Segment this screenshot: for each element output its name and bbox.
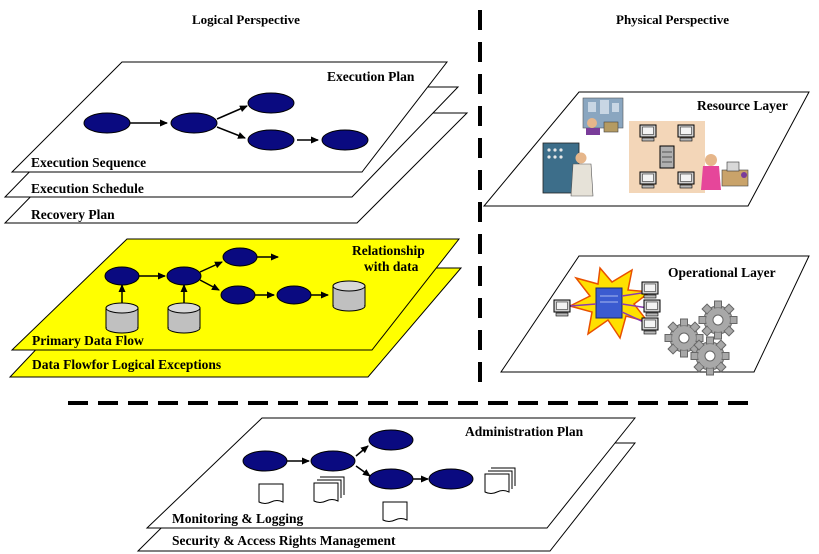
execution-plan-label: Execution Plan <box>327 69 415 84</box>
administration-plan-label: Administration Plan <box>465 424 584 439</box>
flow-node <box>247 129 295 151</box>
document-icon <box>382 501 408 522</box>
flow-node <box>247 92 295 114</box>
operational-layer-label: Operational Layer <box>668 265 776 280</box>
logical-exceptions-label: Data Flowfor Logical Exceptions <box>32 357 221 372</box>
primary-data-flow-label: Primary Data Flow <box>32 333 144 348</box>
administration-flow-graph <box>242 429 516 522</box>
flow-node <box>310 450 356 472</box>
flow-node <box>368 429 414 451</box>
flow-node <box>276 285 312 305</box>
resource-layer-label: Resource Layer <box>697 98 788 113</box>
flow-node <box>368 468 414 490</box>
flow-node <box>321 129 369 151</box>
logical-perspective-header: Logical Perspective <box>192 12 300 27</box>
flow-node <box>104 266 140 286</box>
flow-node <box>83 112 131 134</box>
monitoring-label: Monitoring & Logging <box>172 511 304 526</box>
flow-node <box>166 266 202 286</box>
network-server-icon <box>553 266 661 340</box>
execution-schedule-label: Execution Schedule <box>31 181 144 196</box>
database-icon <box>332 280 366 312</box>
relationship-label-line2: with data <box>364 259 419 274</box>
desk-worker-icon <box>701 154 749 190</box>
resource-layer: Resource Layer <box>482 91 810 207</box>
flow-node <box>220 285 256 305</box>
technician-icon <box>542 142 594 197</box>
security-label: Security & Access Rights Management <box>172 533 396 548</box>
physical-perspective-header: Physical Perspective <box>616 12 729 27</box>
execution-flow-graph <box>83 92 369 151</box>
flow-node <box>170 112 218 134</box>
execution-sequence-label: Execution Sequence <box>31 155 146 170</box>
data-flow-graph <box>104 247 366 334</box>
relationship-label-line1: Relationship <box>352 243 425 258</box>
flow-node <box>242 450 288 472</box>
database-icon <box>105 302 139 334</box>
database-icon <box>167 302 201 334</box>
office-worker-icon <box>582 97 624 135</box>
recovery-plan-label: Recovery Plan <box>31 207 115 222</box>
server-room-icon <box>629 121 705 193</box>
flow-node <box>428 468 474 490</box>
operational-layer: Operational Layer <box>500 255 810 376</box>
document-icon <box>258 483 284 504</box>
flow-node <box>222 247 258 267</box>
